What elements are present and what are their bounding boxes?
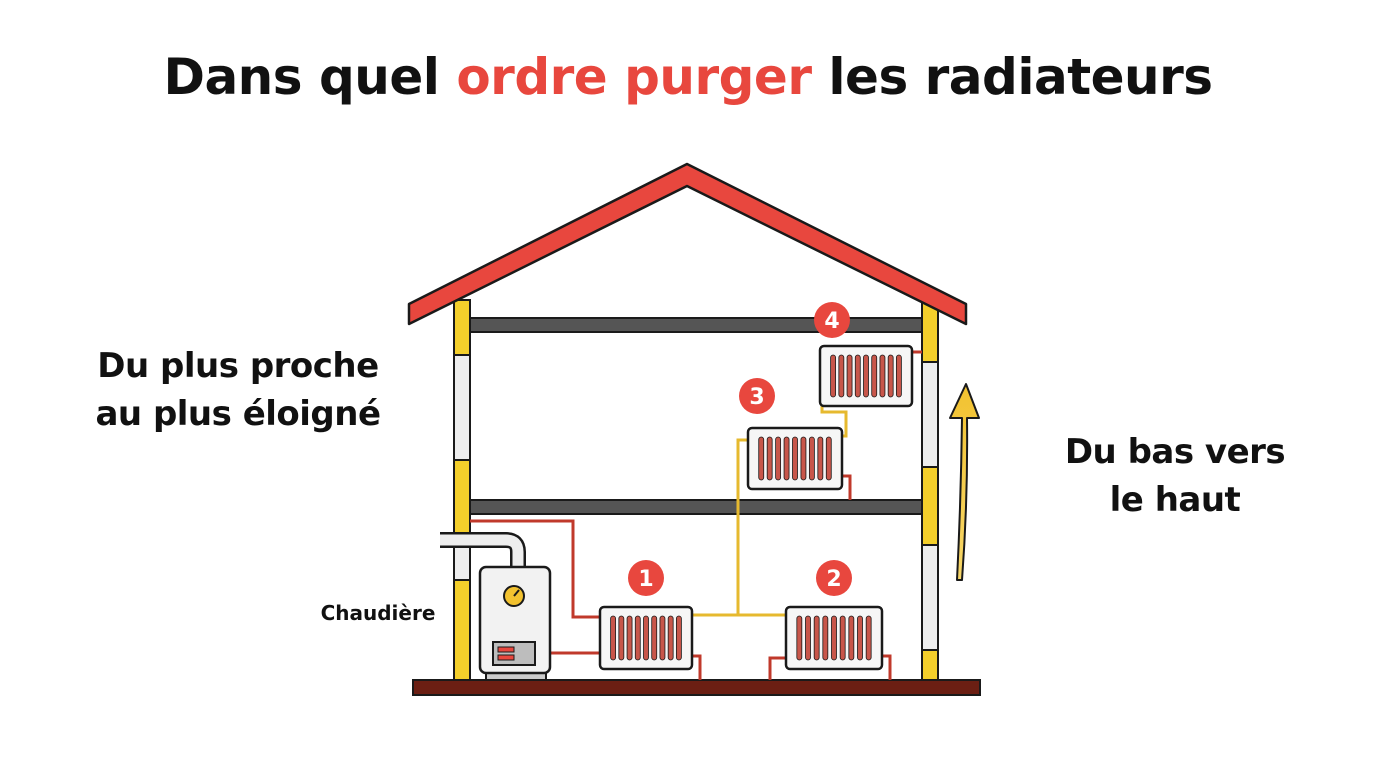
radiator-fin [659, 615, 666, 661]
radiator-fin [808, 436, 815, 481]
height-rule-label: Du bas vers le haut [1030, 428, 1320, 524]
order-badge-4: 4 [814, 302, 850, 338]
radiator-fin [857, 615, 863, 661]
order-badge-2-number: 2 [826, 567, 841, 592]
radiator-fin [817, 436, 824, 481]
boiler [478, 565, 552, 681]
radiator-fin [618, 615, 625, 661]
radiator-fin [863, 354, 869, 398]
order-badge-4-number: 4 [824, 309, 839, 334]
proximity-rule-line-1: Du plus proche [97, 346, 379, 386]
radiator-fin [825, 436, 832, 481]
radiator-fin [626, 615, 633, 661]
height-rule-line-2: le haut [1109, 480, 1241, 520]
radiator-fin [813, 615, 820, 661]
radiator-fin [879, 354, 886, 398]
radiator-fin [830, 354, 837, 398]
return-pipes [692, 400, 848, 617]
radiator-4 [818, 344, 914, 408]
title-prefix: Dans quel [163, 48, 440, 106]
page-title: Dans quel ordre purger les radiateurs [0, 48, 1376, 106]
radiator-fin [634, 615, 641, 661]
boiler-label: Chaudière [320, 601, 436, 625]
boiler-flue [440, 532, 526, 568]
radiator-fin [792, 436, 798, 481]
radiator-fin [865, 615, 872, 661]
proximity-rule-label: Du plus proche au plus éloigné [48, 342, 428, 438]
order-badge-3-number: 3 [749, 385, 764, 410]
radiator-fin [839, 615, 846, 661]
radiator-fin [848, 615, 855, 661]
radiator-fin [831, 615, 837, 661]
height-rule-line-1: Du bas vers [1064, 432, 1286, 472]
radiator-fin [895, 354, 902, 398]
order-badge-1-number: 1 [638, 567, 653, 592]
radiator-fin [651, 615, 658, 661]
order-badge-2: 2 [816, 560, 852, 596]
first-floor [469, 499, 923, 515]
radiator-2 [784, 605, 884, 671]
radiator-fin [805, 615, 811, 661]
radiator-fin [822, 615, 829, 661]
radiator-fin [887, 354, 894, 398]
radiator-fin [766, 436, 773, 481]
radiator-3 [746, 426, 844, 491]
title-highlight: ordre purger [456, 48, 812, 106]
radiator-fin [838, 354, 845, 398]
radiator-1 [598, 605, 694, 671]
radiator-fin [643, 615, 649, 661]
radiator-fin [675, 615, 682, 661]
ground-slab [412, 679, 981, 696]
proximity-rule-line-2: au plus éloigné [95, 394, 381, 434]
radiator-fin [610, 615, 617, 661]
upward-arrow-icon [949, 383, 980, 581]
radiator-fin [783, 436, 790, 481]
radiator-fin [800, 436, 807, 481]
order-badge-1: 1 [628, 560, 664, 596]
left-wall [453, 299, 471, 681]
roof [407, 162, 968, 326]
radiator-fin [758, 436, 765, 481]
title-suffix: les radiateurs [828, 48, 1213, 106]
attic-floor [469, 317, 923, 333]
order-badge-3: 3 [739, 378, 775, 414]
right-wall [921, 299, 939, 681]
radiator-fin [871, 354, 878, 398]
radiator-fin [775, 436, 782, 481]
radiator-fin [796, 615, 803, 661]
radiator-fin [846, 354, 853, 398]
radiator-fin [854, 354, 861, 398]
radiator-fin [667, 615, 674, 661]
